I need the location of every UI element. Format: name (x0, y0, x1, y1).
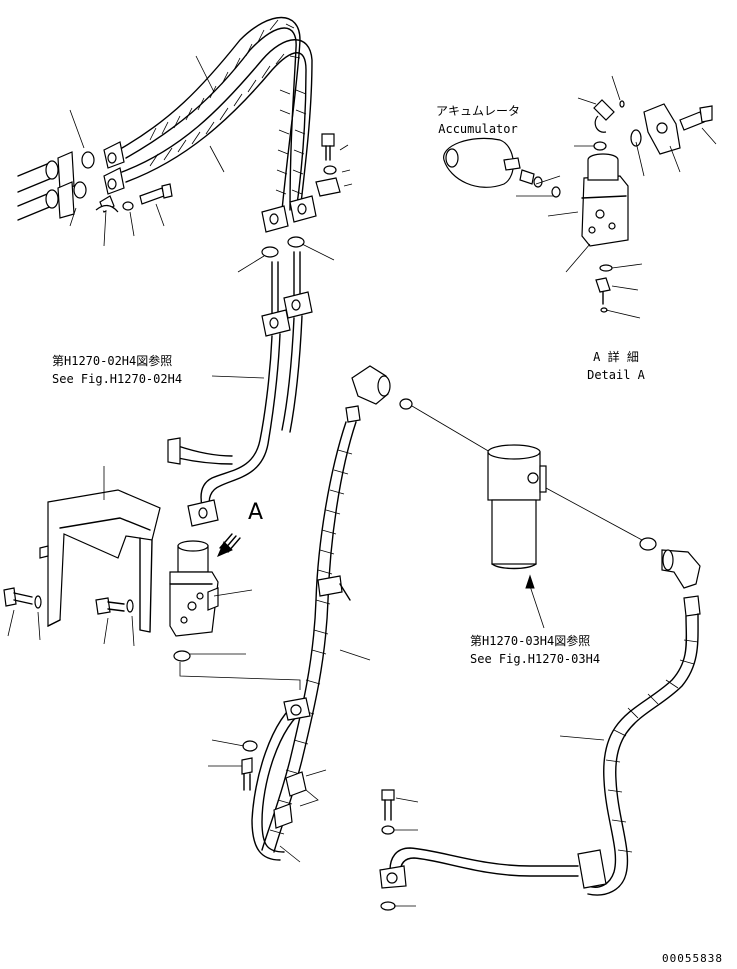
see-fig-1-en-label: See Fig.H1270-02H4 (52, 372, 183, 386)
o-ring (81, 151, 95, 169)
see-fig-1-jp-label: 第H1270-02H4図参照 (52, 354, 173, 368)
accumulator-jp-label: アキュムレータ (435, 104, 520, 118)
view-a-label: A (248, 500, 264, 525)
detail-a-en-label: Detail A (587, 368, 645, 382)
o-ring (173, 650, 191, 662)
o-ring (73, 181, 87, 199)
o-ring (261, 246, 279, 258)
accumulator-en-label: Accumulator (438, 122, 518, 136)
see-fig-2-jp-label: 第H1270-03H4図参照 (470, 634, 591, 648)
bracket (3, 466, 161, 647)
upper-left-hose-assembly (17, 16, 353, 273)
see-fig-2-en-label: See Fig.H1270-03H4 (470, 652, 601, 666)
detail-a (443, 75, 717, 319)
filter-and-hoses (208, 365, 701, 911)
center-valve (169, 533, 301, 690)
detail-a-jp-label: A 詳 細 (593, 350, 639, 364)
o-ring (287, 236, 305, 248)
drawing-number: 00055838 (662, 952, 723, 965)
center-pipes (167, 251, 313, 527)
